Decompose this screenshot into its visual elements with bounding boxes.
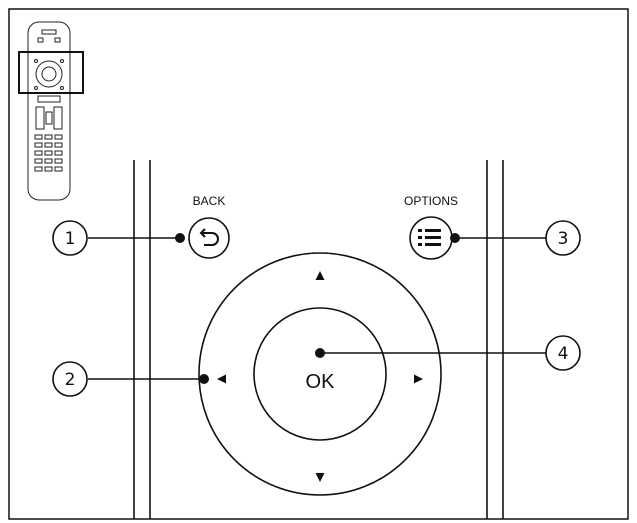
callout-1: 1 [52, 220, 88, 256]
callout-dots [175, 233, 460, 384]
back-button[interactable] [188, 217, 230, 259]
callout-leaders [88, 237, 546, 380]
callout-number: 3 [558, 229, 569, 249]
callout-2: 2 [52, 361, 88, 397]
diagram-frame [8, 8, 629, 520]
remote-control-icon [27, 21, 71, 201]
callout-3: 3 [545, 220, 581, 256]
callout-number: 2 [65, 370, 76, 390]
callout-number: 1 [65, 229, 76, 249]
ok-label: OK [306, 371, 336, 393]
callout-4: 4 [545, 335, 581, 371]
ok-button[interactable] [253, 307, 387, 441]
callout-number: 4 [558, 344, 569, 364]
down-arrow-icon[interactable] [315, 473, 325, 482]
list-menu-icon [418, 229, 441, 246]
remote-outline-lines [133, 160, 504, 519]
options-label: OPTIONS [404, 194, 458, 208]
left-arrow-icon[interactable] [217, 374, 226, 384]
right-arrow-icon[interactable] [414, 374, 423, 384]
up-arrow-icon[interactable] [315, 271, 325, 280]
back-arrow-icon [199, 228, 219, 246]
back-label: BACK [193, 194, 226, 208]
remote-highlight-box [18, 51, 84, 94]
